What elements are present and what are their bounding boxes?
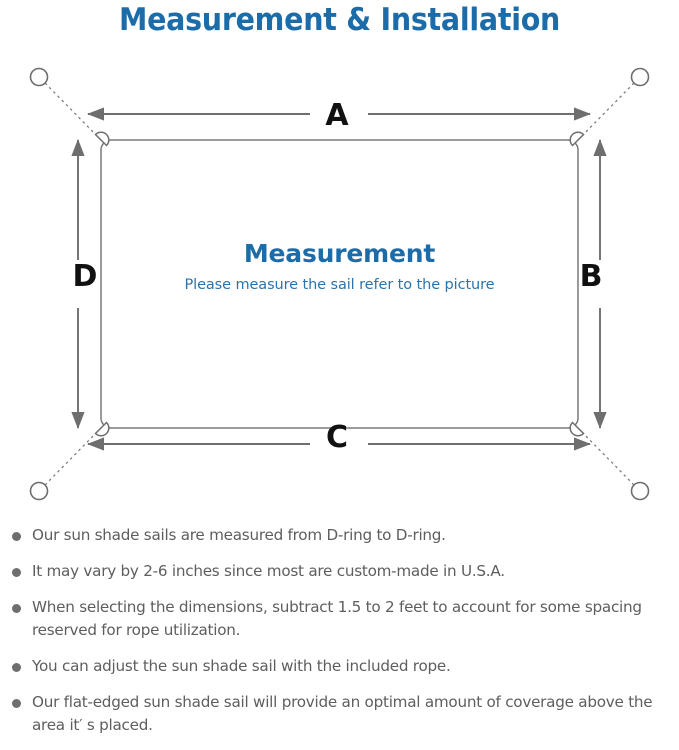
bullet-icon	[12, 699, 21, 708]
note-text: Our flat-edged sun shade sail will provi…	[32, 693, 653, 734]
rope-line-top-right	[577, 82, 635, 141]
note-text: Our sun shade sails are measured from D-…	[32, 526, 446, 544]
bullet-icon	[12, 532, 21, 541]
list-item: Our sun shade sails are measured from D-…	[0, 524, 679, 547]
d-ring-bottom-right	[569, 421, 585, 437]
note-text: You can adjust the sun shade sail with t…	[32, 657, 451, 675]
measurement-diagram: A B C D Measurement Please measure the s…	[0, 44, 679, 522]
anchor-rings	[29, 67, 650, 501]
d-ring-bottom-left	[94, 421, 110, 437]
bullet-icon	[12, 663, 21, 672]
bullet-icon	[12, 568, 21, 577]
dimension-arrows	[71, 107, 607, 451]
rope-line-bottom-left	[44, 427, 102, 486]
rope-line-bottom-right	[577, 427, 635, 486]
list-item: When selecting the dimensions, subtract …	[0, 596, 679, 642]
notes-list: Our sun shade sails are measured from D-…	[0, 524, 679, 750]
diagram-center-text: Measurement Please measure the sail refe…	[0, 239, 679, 297]
d-ring-top-right	[569, 131, 585, 147]
dimension-label-a: A	[325, 98, 349, 133]
dimension-label-d: D	[72, 259, 98, 294]
anchor-ring-bottom-left	[29, 481, 49, 501]
sail-rectangle	[100, 139, 579, 429]
measurement-heading: Measurement	[243, 239, 436, 268]
dimension-label-b: B	[579, 259, 603, 294]
list-item: You can adjust the sun shade sail with t…	[0, 655, 679, 678]
list-item: Our flat-edged sun shade sail will provi…	[0, 691, 679, 737]
d-ring-top-left	[94, 131, 110, 147]
rope-line-top-left	[44, 82, 102, 141]
dimension-label-c: C	[325, 420, 349, 455]
measurement-subtitle: Please measure the sail refer to the pic…	[184, 277, 495, 293]
anchor-ring-top-right	[630, 67, 650, 87]
diagram-svg	[29, 67, 650, 501]
d-rings	[94, 131, 585, 437]
note-text: It may vary by 2-6 inches since most are…	[32, 562, 505, 580]
page-title: Measurement & Installation	[118, 2, 561, 38]
note-text: When selecting the dimensions, subtract …	[32, 598, 642, 639]
anchor-ring-bottom-right	[630, 481, 650, 501]
bullet-icon	[12, 604, 21, 613]
list-item: It may vary by 2-6 inches since most are…	[0, 560, 679, 583]
anchor-ring-top-left	[29, 67, 49, 87]
